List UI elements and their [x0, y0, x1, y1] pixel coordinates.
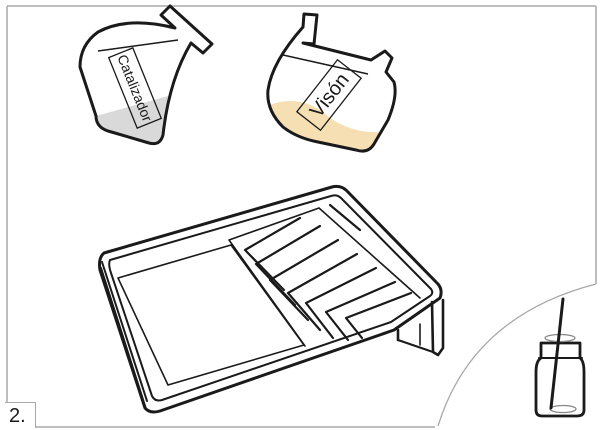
mixing-jar-icon [536, 299, 584, 416]
catalyst-jar-icon: Catalizador [80, 6, 212, 150]
paint-tray-icon [100, 186, 444, 412]
step-number-box: 2. [5, 402, 36, 428]
mixing-inset [438, 284, 596, 426]
step-number: 2. [9, 406, 26, 426]
paint-jar-icon: Visón [262, 14, 396, 160]
page-frame [7, 6, 596, 427]
paint-label-text: Visón [306, 69, 354, 122]
paint-label: Visón [297, 60, 361, 130]
